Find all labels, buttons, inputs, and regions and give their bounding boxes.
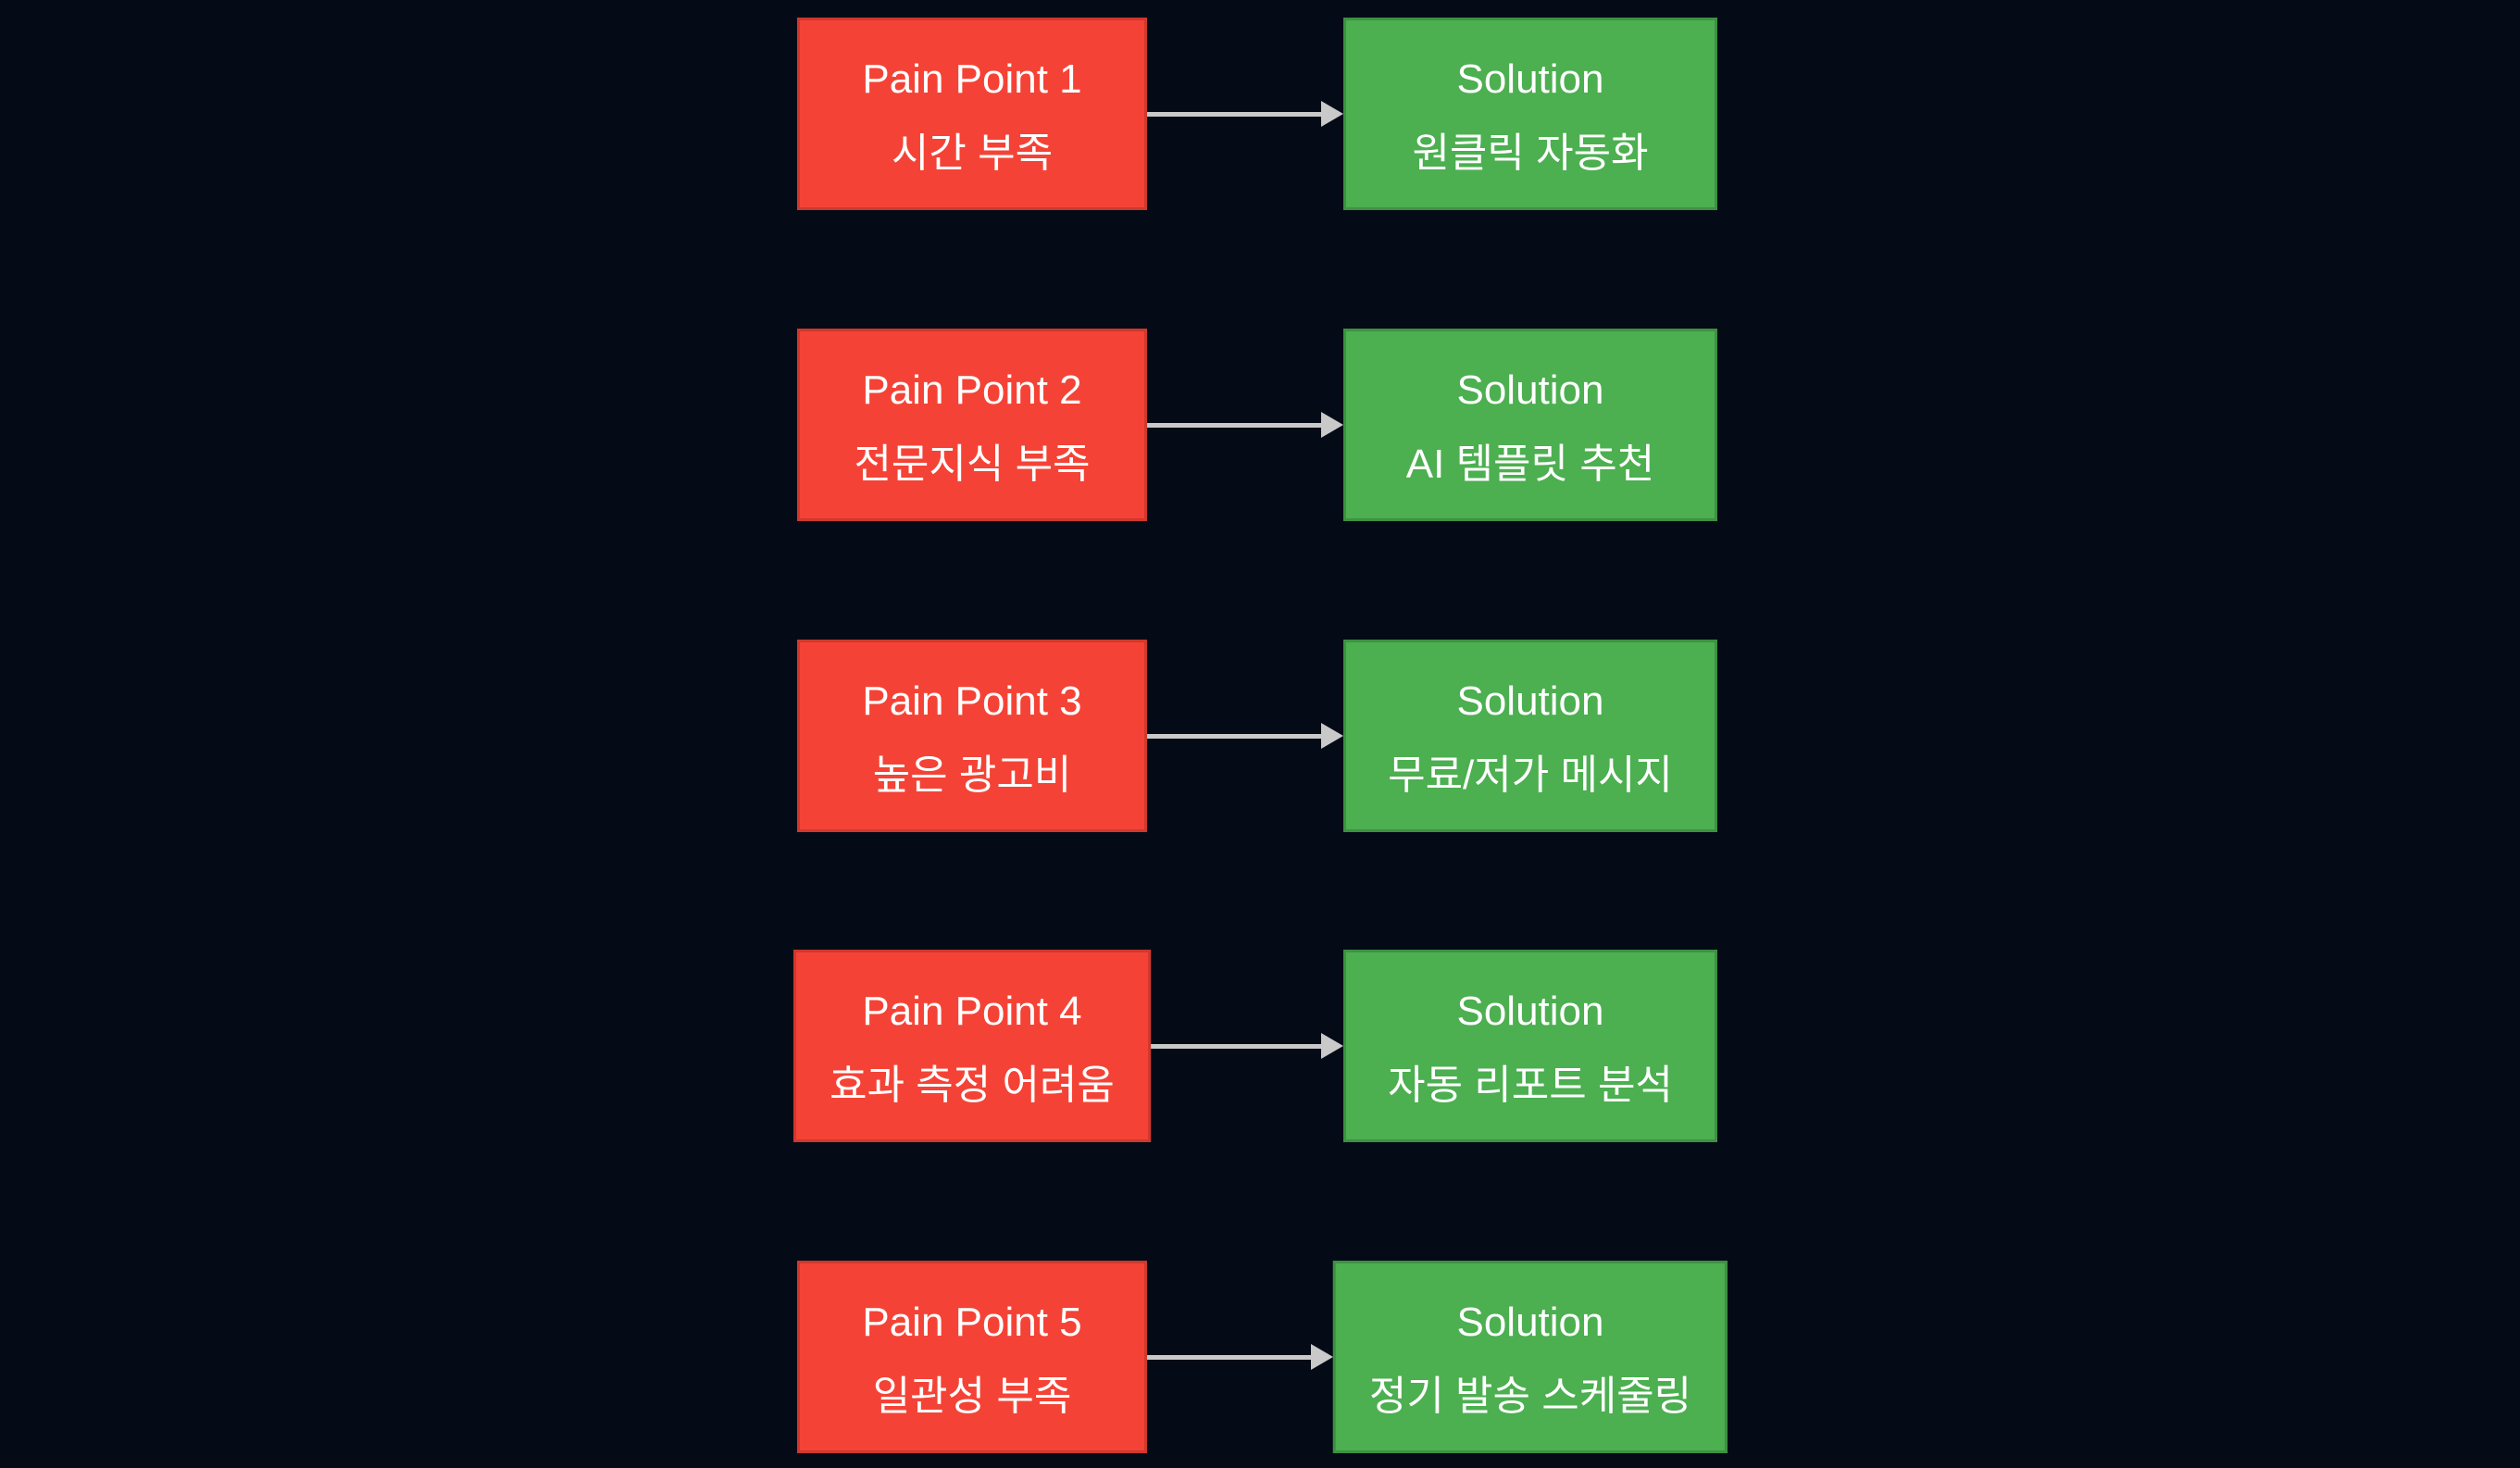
solution-subtitle: 원클릭 자동화: [1412, 131, 1649, 176]
pain-point-title: Pain Point 3: [862, 678, 1082, 724]
arrow-line: [1147, 733, 1321, 739]
pain-point-title: Pain Point 5: [862, 1300, 1082, 1345]
solution-box-2: Solution AI 템플릿 추천: [1343, 329, 1717, 521]
pain-point-box-4: Pain Point 4 효과 측정 어려움: [793, 950, 1151, 1142]
arrow-right-icon: [1147, 101, 1343, 127]
solution-title: Solution: [1456, 1300, 1604, 1345]
solution-title: Solution: [1456, 367, 1604, 413]
flow-row-2: Pain Point 2 전문지식 부족 Solution AI 템플릿 추천: [0, 329, 2520, 521]
arrow-head: [1310, 1344, 1333, 1370]
pain-point-title: Pain Point 1: [862, 56, 1082, 102]
pain-point-title: Pain Point 4: [862, 989, 1082, 1034]
pain-point-subtitle: 높은 광고비: [872, 753, 1072, 798]
arrow-right-icon: [1147, 412, 1343, 438]
pain-point-subtitle: 일관성 부족: [872, 1374, 1072, 1419]
solution-subtitle: 정기 발송 스케줄링: [1368, 1374, 1692, 1419]
solution-subtitle: 무료/저가 메시지: [1388, 753, 1673, 798]
flow-row-1: Pain Point 1 시간 부족 Solution 원클릭 자동화: [0, 18, 2520, 210]
solution-box-5: Solution 정기 발송 스케줄링: [1332, 1261, 1728, 1453]
pain-point-box-5: Pain Point 5 일관성 부족: [797, 1261, 1147, 1453]
pain-point-box-1: Pain Point 1 시간 부족: [797, 18, 1147, 210]
pain-point-box-2: Pain Point 2 전문지식 부족: [797, 329, 1147, 521]
arrow-head: [1321, 1033, 1343, 1059]
flow-row-3: Pain Point 3 높은 광고비 Solution 무료/저가 메시지: [0, 640, 2520, 832]
solution-title: Solution: [1456, 678, 1604, 724]
arrow-line: [1147, 111, 1321, 117]
solution-box-3: Solution 무료/저가 메시지: [1343, 640, 1717, 832]
flow-row-4: Pain Point 4 효과 측정 어려움 Solution 자동 리포트 분…: [0, 950, 2520, 1142]
arrow-right-icon: [1150, 1033, 1343, 1059]
solution-box-1: Solution 원클릭 자동화: [1343, 18, 1717, 210]
arrow-right-icon: [1147, 1344, 1333, 1370]
arrow-head: [1321, 412, 1343, 438]
arrow-head: [1321, 723, 1343, 749]
arrow-line: [1147, 422, 1321, 428]
solution-subtitle: 자동 리포트 분석: [1388, 1063, 1673, 1108]
solution-title: Solution: [1456, 989, 1604, 1034]
arrow-right-icon: [1147, 723, 1343, 749]
solution-subtitle: AI 템플릿 추천: [1405, 442, 1655, 487]
arrow-line: [1147, 1354, 1311, 1360]
arrow-head: [1321, 101, 1343, 127]
pain-point-title: Pain Point 2: [862, 367, 1082, 413]
pain-point-subtitle: 전문지식 부족: [854, 442, 1091, 487]
pain-point-box-3: Pain Point 3 높은 광고비: [797, 640, 1147, 832]
solution-title: Solution: [1456, 56, 1604, 102]
flow-row-5: Pain Point 5 일관성 부족 Solution 정기 발송 스케줄링: [0, 1261, 2520, 1453]
pain-point-subtitle: 시간 부족: [891, 131, 1054, 176]
arrow-line: [1150, 1043, 1321, 1049]
pain-point-subtitle: 효과 측정 어려움: [830, 1063, 1115, 1108]
solution-box-4: Solution 자동 리포트 분석: [1343, 950, 1717, 1142]
